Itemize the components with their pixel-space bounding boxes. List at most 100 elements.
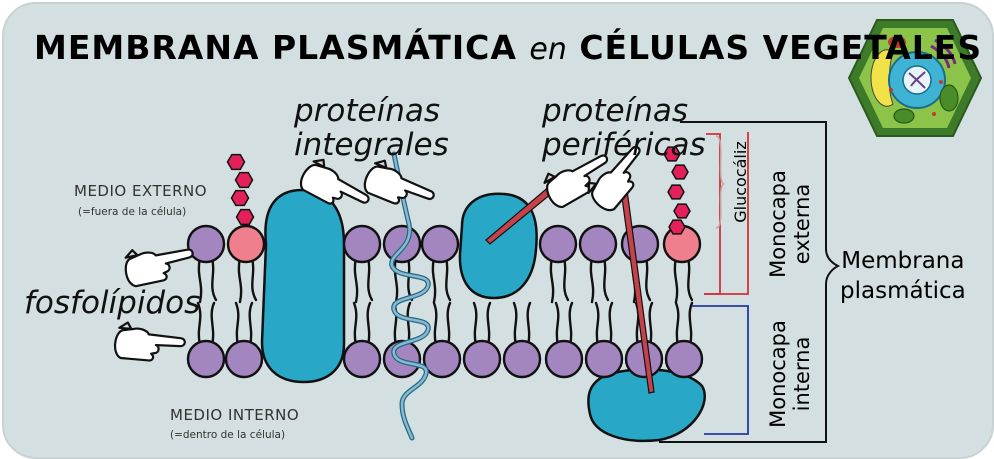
lipid-tail — [406, 256, 414, 302]
inner-monolayer-bracket — [692, 305, 749, 435]
external-medium-label: MEDIO EXTERNO — [74, 182, 208, 200]
sugar-unit — [230, 189, 250, 207]
pointing-hand-icon — [299, 158, 370, 205]
lipid-tail — [688, 301, 694, 347]
sugar-unit — [663, 146, 681, 162]
outer-monolayer-label: Monocapa externa — [766, 154, 814, 294]
lipid-tail — [248, 301, 254, 347]
lipid-tail — [568, 301, 574, 347]
pointing-hands — [113, 145, 641, 362]
phospholipid-head — [502, 339, 542, 379]
integral-proteins-label: proteínas integrales — [294, 94, 449, 162]
membrane-line-2: plasmática — [840, 278, 966, 304]
lipid-tail — [393, 256, 399, 304]
lipid-tail — [549, 256, 555, 304]
integral-proteins-line-2: integrales — [294, 127, 449, 163]
lipid-tail — [210, 301, 216, 347]
phospholipid-head — [544, 339, 584, 379]
title-part-1: MEMBRANA PLASMÁTICA — [34, 28, 517, 67]
page-title: MEMBRANA PLASMÁTICA en CÉLULAS VEGETALES — [34, 28, 982, 67]
phospholipid-head — [224, 339, 264, 379]
external-medium-note: (=fuera de la célula) — [78, 206, 187, 218]
sugar-unit — [667, 184, 685, 200]
pointing-hand-icon — [543, 154, 609, 208]
internal-medium-note: (=dentro de la célula) — [170, 429, 286, 441]
lipid-tail — [197, 256, 203, 304]
phospholipid-head — [186, 339, 226, 379]
lipid-tail — [648, 301, 654, 347]
phospholipid-head — [578, 224, 618, 264]
lipid-tail — [366, 256, 374, 302]
outer-monolayer-bracket — [704, 132, 749, 295]
lipid-tail — [472, 301, 478, 347]
inner-lipid-heads — [186, 339, 704, 379]
lipid-tail — [673, 256, 679, 304]
lipid-tail — [234, 301, 240, 347]
phospholipid-head — [584, 339, 624, 379]
sugar-chains — [226, 146, 691, 235]
lipid-tail — [250, 256, 258, 302]
lipid-tail — [237, 256, 243, 304]
lipid-tail — [366, 301, 372, 347]
internal-medium-label: MEDIO INTERNO — [170, 406, 300, 424]
lipid-tail — [352, 301, 358, 347]
lipid-tail — [562, 256, 570, 302]
peripheral-proteins-label: proteínas periféricas — [542, 94, 706, 162]
membrane-label: Membrana plasmática — [840, 246, 966, 306]
lipid-tail — [512, 301, 518, 347]
lipid-tail — [608, 301, 614, 347]
lipid-tail — [526, 301, 532, 347]
lipid-tail — [196, 301, 202, 347]
phospholipid-head — [462, 339, 502, 379]
peripheral-proteins-line-2: periféricas — [542, 127, 706, 163]
membrane-illustration — [113, 19, 983, 443]
lipid-tail — [210, 256, 218, 302]
integral-protein — [260, 188, 346, 384]
phospholipid-head — [186, 224, 226, 264]
sugar-unit — [235, 208, 255, 226]
lipid-tail — [406, 301, 412, 347]
title-part-2: en — [529, 32, 567, 67]
lipid-tail — [486, 301, 492, 347]
lipid-tail — [674, 301, 680, 347]
glycocalyx-label: Glucocáliz — [731, 141, 750, 223]
membrane-line-1: Membrana — [841, 248, 965, 274]
lipid-tail — [686, 256, 694, 302]
inner-monolayer-label: Monocapa interna — [766, 304, 814, 444]
peripheral-protein-inner — [587, 368, 706, 443]
lipid-tail — [432, 301, 438, 347]
pointing-hand-icon — [124, 248, 194, 288]
phospholipid-head — [664, 339, 704, 379]
phospholipid-head — [420, 224, 460, 264]
glycocalyx-inner-brace — [715, 135, 725, 229]
glycocalyx-bracket — [704, 133, 721, 295]
lipid-tail — [431, 256, 437, 304]
plant-cell-icon — [847, 19, 983, 137]
phospholipids-label: fosfolípidos — [24, 285, 201, 321]
title-part-3: CÉLULAS VEGETALES — [579, 28, 983, 67]
lipid-tail — [554, 301, 560, 347]
sugar-unit — [234, 171, 254, 189]
pointing-hand-icon — [113, 321, 186, 362]
outer-monolayer-line-2: externa — [790, 183, 814, 265]
outer-monolayer-line-1: Monocapa — [766, 170, 790, 278]
phospholipid-head — [382, 224, 422, 264]
lipid-tail — [446, 301, 452, 347]
lipid-tail — [602, 256, 610, 302]
peripheral-proteins-line-1: proteínas — [542, 93, 689, 129]
lipid-tail — [644, 256, 652, 302]
pointing-hand-icon — [587, 145, 641, 212]
inner-monolayer-line-1: Monocapa — [766, 320, 790, 428]
sugar-unit — [668, 219, 686, 235]
lipid-tail — [353, 256, 359, 304]
integral-proteins-line-1: proteínas — [294, 93, 441, 129]
phospholipid-head — [342, 224, 382, 264]
sugar-unit — [673, 203, 691, 219]
lipid-tail — [594, 301, 600, 347]
pointing-hand-icon — [363, 159, 435, 205]
lipid-tail — [444, 256, 452, 302]
phospholipid-head — [422, 339, 462, 379]
lipid-tail — [589, 256, 595, 304]
membrane-bracket — [659, 121, 841, 443]
